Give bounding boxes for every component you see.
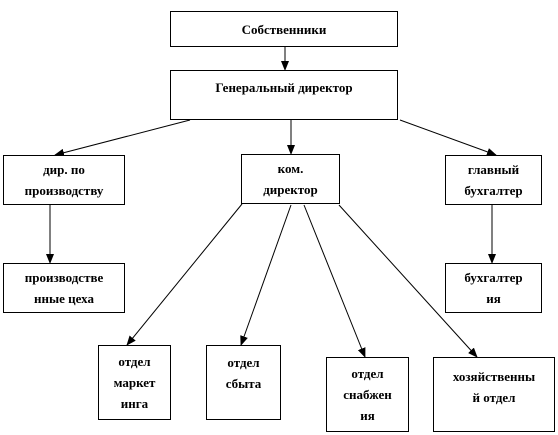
owners-box: Собственники — [170, 11, 398, 47]
sales-dept-box: отдел сбыта — [206, 345, 281, 420]
connector-commercial-marketing — [126, 203, 243, 346]
connector-commercial-supply — [303, 204, 366, 358]
ceo-box: Генеральный директор — [170, 70, 398, 120]
accounting-box: бухгалтер ия — [445, 263, 542, 313]
commercial-director-box: ком. директор — [241, 154, 340, 204]
connector-commercial-admin — [338, 204, 478, 358]
dir-production-box: дир. по производству — [3, 155, 125, 205]
connector-ceo-dir-production — [54, 119, 191, 157]
admin-dept-box: хозяйственны й отдел — [433, 357, 555, 432]
connector-ceo-chief-accountant — [399, 119, 497, 156]
marketing-dept-box: отдел маркет инга — [98, 345, 171, 420]
connector-commercial-sales — [240, 204, 292, 346]
supply-dept-box: отдел снабжен ия — [326, 357, 409, 432]
production-shops-box: производстве нные цеха — [3, 263, 125, 313]
chief-accountant-box: главный бухгалтер — [445, 155, 542, 205]
